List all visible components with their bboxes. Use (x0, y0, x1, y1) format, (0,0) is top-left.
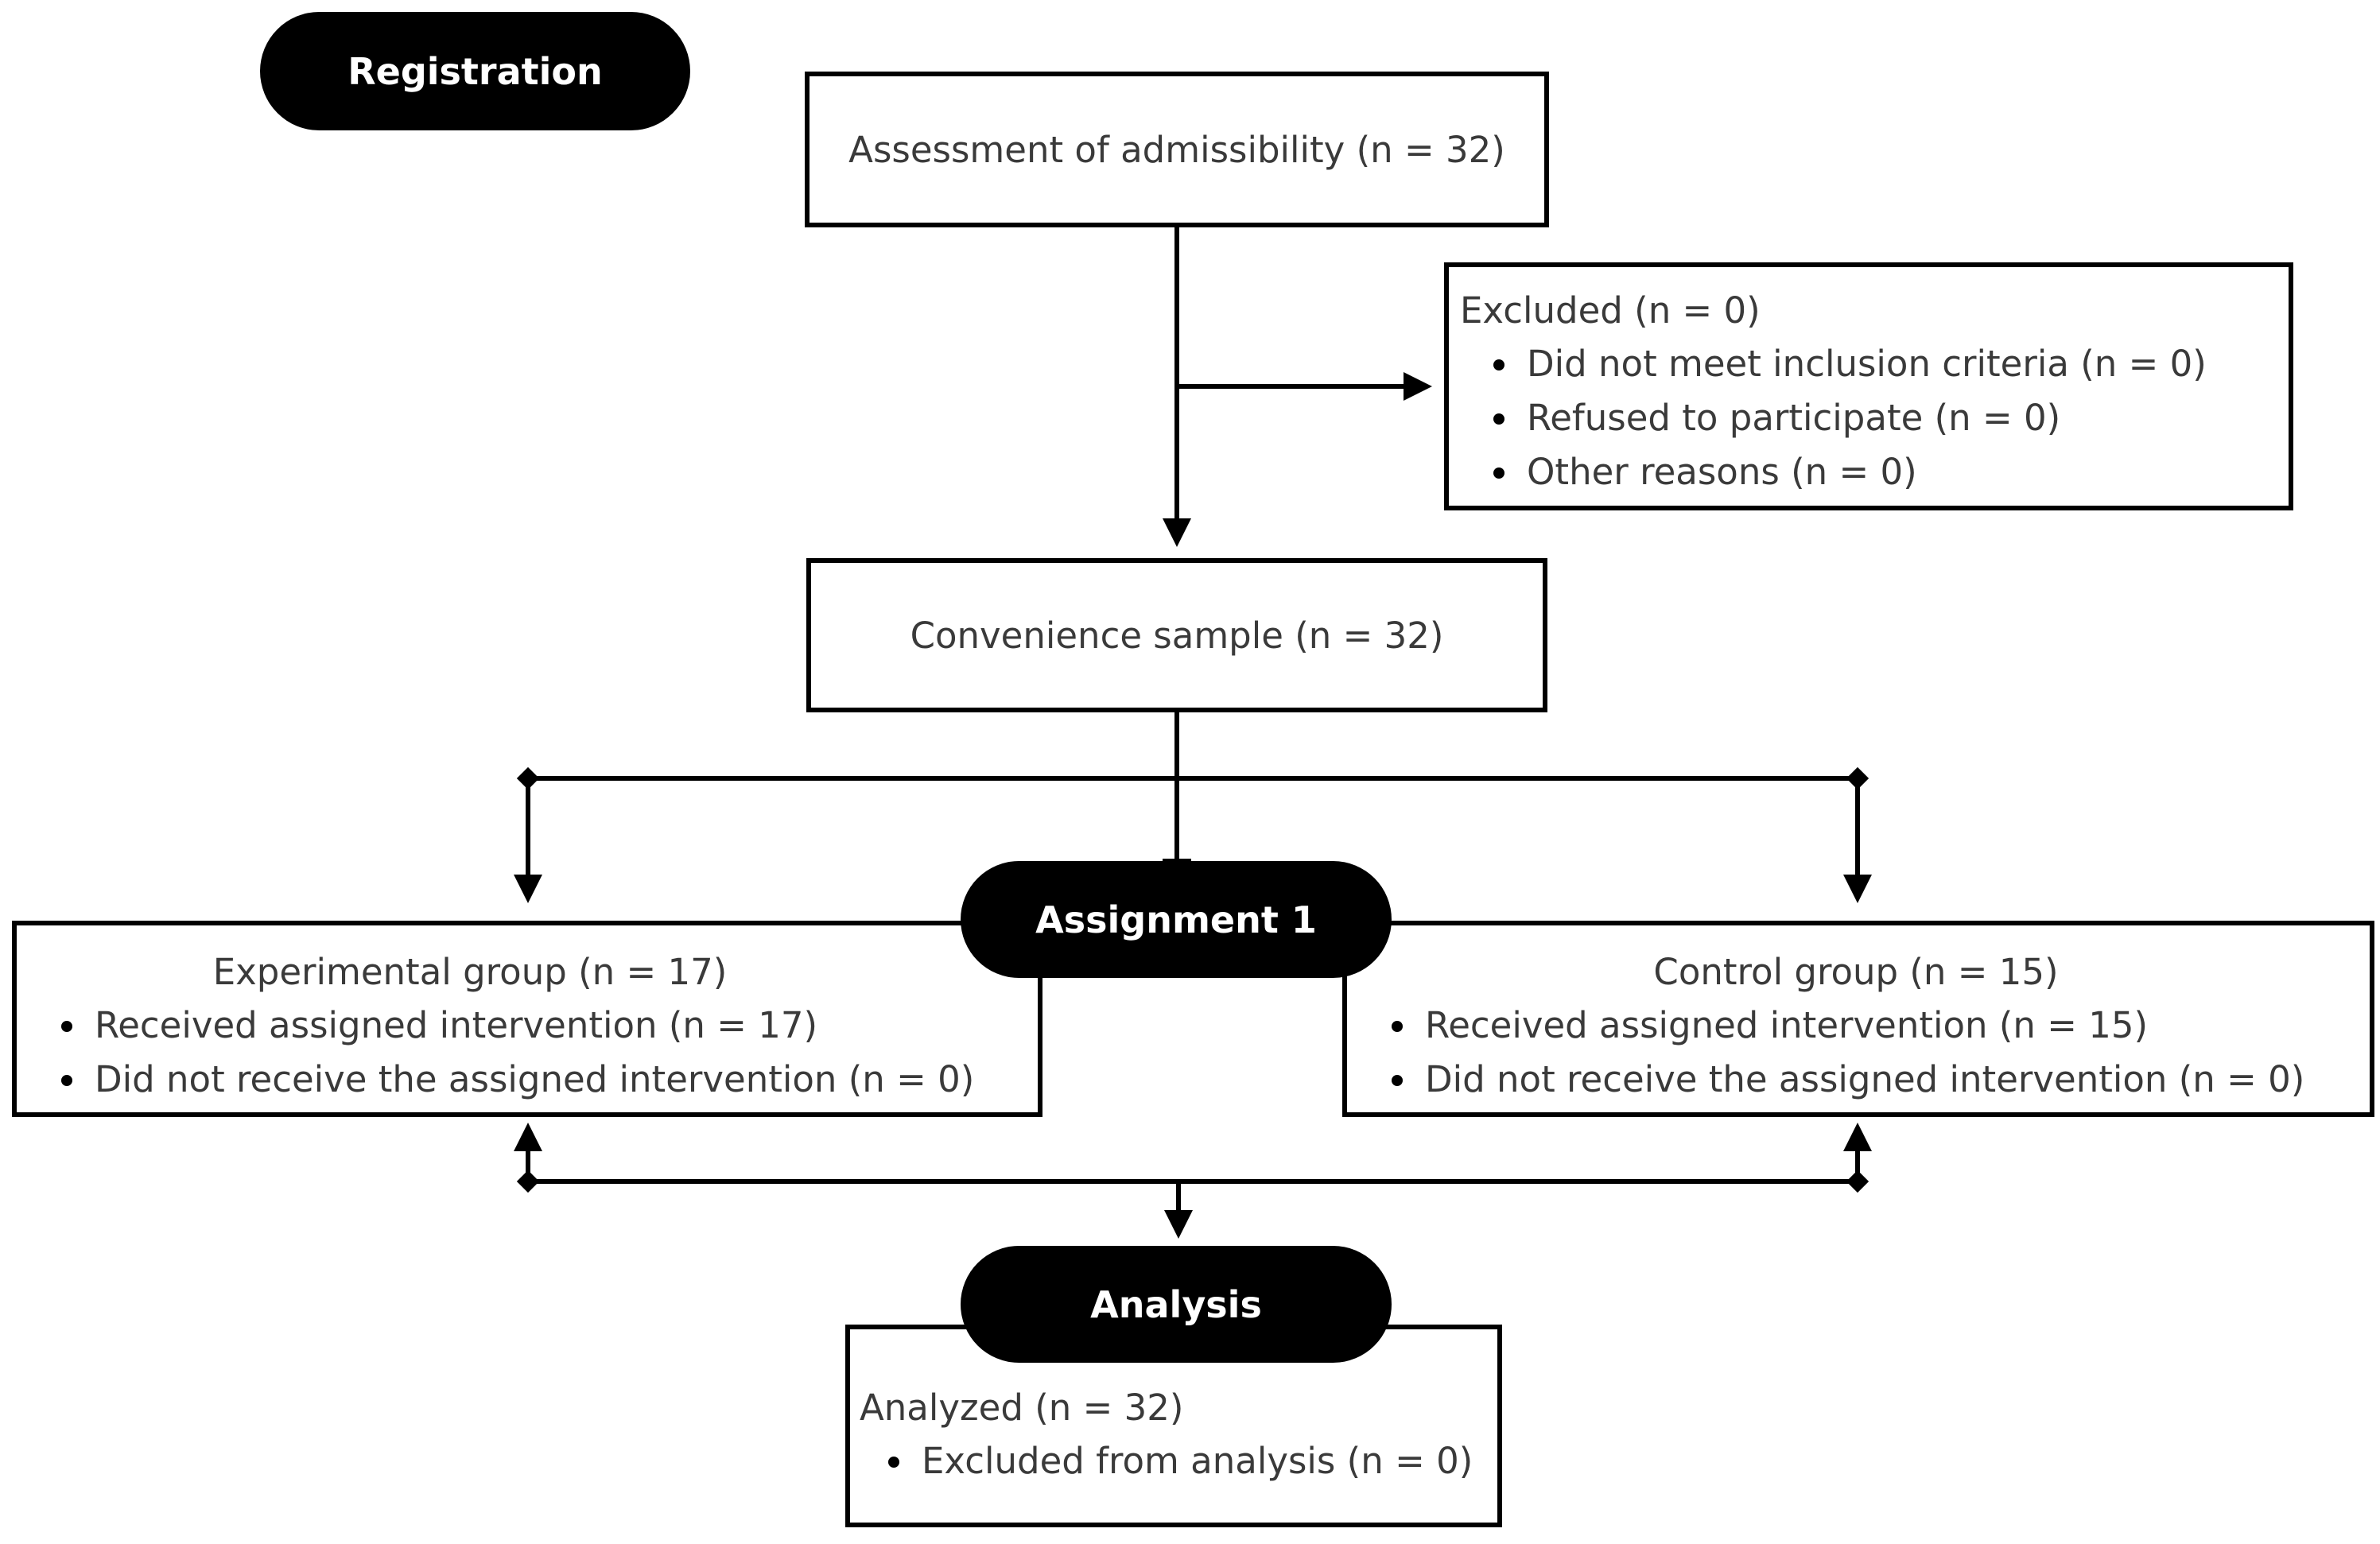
list-item: Did not meet inclusion criteria (n = 0) (1487, 337, 2289, 391)
registration-stage: Registration (260, 12, 690, 130)
list-item: Did not receive the assigned interventio… (1385, 1053, 2370, 1107)
registration-stage-label: Registration (347, 49, 603, 93)
experimental-group-list: Received assigned intervention (n = 17) … (55, 999, 1038, 1107)
analyzed-title: Analyzed (n = 32) (860, 1387, 1184, 1429)
assignment-stage-label: Assignment 1 (1035, 898, 1317, 941)
assignment-stage: Assignment 1 (961, 861, 1392, 978)
list-item: Other reasons (n = 0) (1487, 445, 2289, 499)
excluded-box: Excluded (n = 0) Did not meet inclusion … (1444, 262, 2293, 510)
assessment-label: Assessment of admissibility (n = 32) (848, 128, 1505, 171)
control-group-box: Control group (n = 15) Received assigned… (1342, 921, 2374, 1117)
control-group-title: Control group (n = 15) (1653, 951, 2059, 993)
assessment-box: Assessment of admissibility (n = 32) (805, 72, 1549, 227)
analyzed-list: Excluded from analysis (n = 0) (882, 1434, 1497, 1488)
sample-box: Convenience sample (n = 32) (806, 558, 1547, 712)
control-group-list: Received assigned intervention (n = 15) … (1385, 999, 2370, 1107)
analysis-stage-label: Analysis (1090, 1282, 1262, 1326)
list-item: Received assigned intervention (n = 15) (1385, 999, 2370, 1053)
excluded-reasons-list: Did not meet inclusion criteria (n = 0) … (1487, 337, 2289, 499)
junction-top-right (1846, 766, 1869, 790)
sample-label: Convenience sample (n = 32) (910, 614, 1444, 657)
list-item: Excluded from analysis (n = 0) (882, 1434, 1497, 1488)
excluded-title: Excluded (n = 0) (1460, 289, 1761, 332)
analysis-stage: Analysis (961, 1246, 1392, 1363)
experimental-group-box: Experimental group (n = 17) Received ass… (12, 921, 1042, 1117)
experimental-group-title: Experimental group (n = 17) (212, 951, 728, 993)
list-item: Refused to participate (n = 0) (1487, 391, 2289, 445)
list-item: Did not receive the assigned interventio… (55, 1053, 1038, 1107)
junction-top-left (516, 766, 540, 790)
list-item: Received assigned intervention (n = 17) (55, 999, 1038, 1053)
junction-bottom-left (516, 1170, 540, 1193)
junction-bottom-right (1846, 1170, 1869, 1193)
